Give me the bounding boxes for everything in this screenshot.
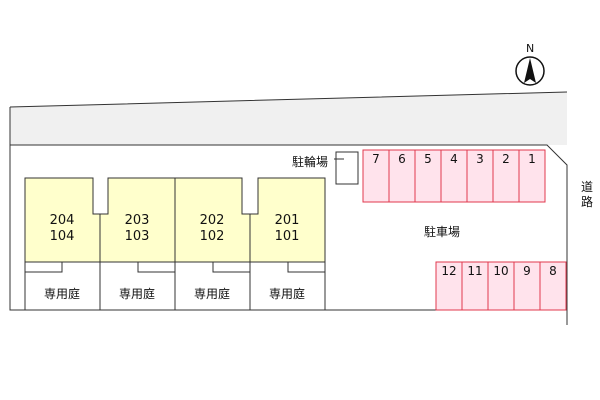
bicycle-parking-label: 駐輪場 — [292, 155, 329, 169]
parking-space-8 — [539, 261, 567, 311]
unit-label-203-103: 203 103 — [99, 213, 175, 245]
parking-space-number: 7 — [372, 152, 380, 166]
garden-label: 専用庭 — [268, 287, 305, 301]
parking-space-number: 2 — [502, 152, 510, 166]
parking-space-10 — [487, 261, 515, 311]
unit-upper-number: 201 — [274, 213, 300, 228]
parking-space-number: 1 — [528, 152, 536, 166]
parking-space-9 — [513, 261, 541, 311]
unit-upper-number: 204 — [49, 213, 75, 228]
road-label: 道 路 — [580, 180, 594, 210]
unit-lower-number: 102 — [199, 229, 225, 244]
parking-space-3 — [466, 149, 494, 203]
garden-label: 専用庭 — [193, 287, 230, 301]
lot-outline — [9, 91, 568, 325]
unit-lower-number: 103 — [124, 229, 150, 244]
bicycle-parking-box — [335, 151, 359, 185]
parking-bottom-row — [435, 261, 567, 311]
car-parking-label: 駐車場 — [424, 225, 461, 239]
unit-label-201-101: 201 101 — [249, 213, 325, 245]
parking-space-number: 4 — [450, 152, 458, 166]
compass-north-label: N — [526, 42, 535, 55]
unit-upper-number: 202 — [199, 213, 225, 228]
site-boundary — [10, 92, 567, 145]
parking-space-7 — [362, 149, 390, 203]
garden-label: 専用庭 — [118, 287, 155, 301]
road-label-char: 路 — [580, 195, 593, 209]
unit-label-202-102: 202 102 — [174, 213, 250, 245]
road-label-char: 道 — [580, 180, 593, 194]
parking-space-number: 8 — [549, 264, 557, 278]
unit-lower-number: 104 — [49, 229, 75, 244]
private-gardens — [24, 261, 326, 311]
parking-space-11 — [461, 261, 489, 311]
parking-space-number: 11 — [467, 264, 483, 278]
garden-label: 専用庭 — [43, 287, 80, 301]
garden-step-marks — [25, 262, 325, 273]
parking-space-number: 6 — [398, 152, 406, 166]
unit-201-101 — [242, 177, 326, 263]
parking-top-row — [362, 149, 546, 203]
unit-lower-number: 101 — [274, 229, 300, 244]
parking-space-number: 9 — [523, 264, 531, 278]
parking-space-1 — [518, 149, 546, 203]
parking-space-number: 12 — [441, 264, 457, 278]
parking-space-number: 10 — [493, 264, 509, 278]
parking-space-number: 5 — [424, 152, 432, 166]
parking-space-5 — [414, 149, 442, 203]
compass-needle-icon — [524, 58, 536, 83]
compass — [515, 56, 545, 86]
parking-space-4 — [440, 149, 468, 203]
unit-upper-number: 203 — [124, 213, 150, 228]
unit-label-204-104: 204 104 — [24, 213, 100, 245]
parking-space-number: 3 — [476, 152, 484, 166]
